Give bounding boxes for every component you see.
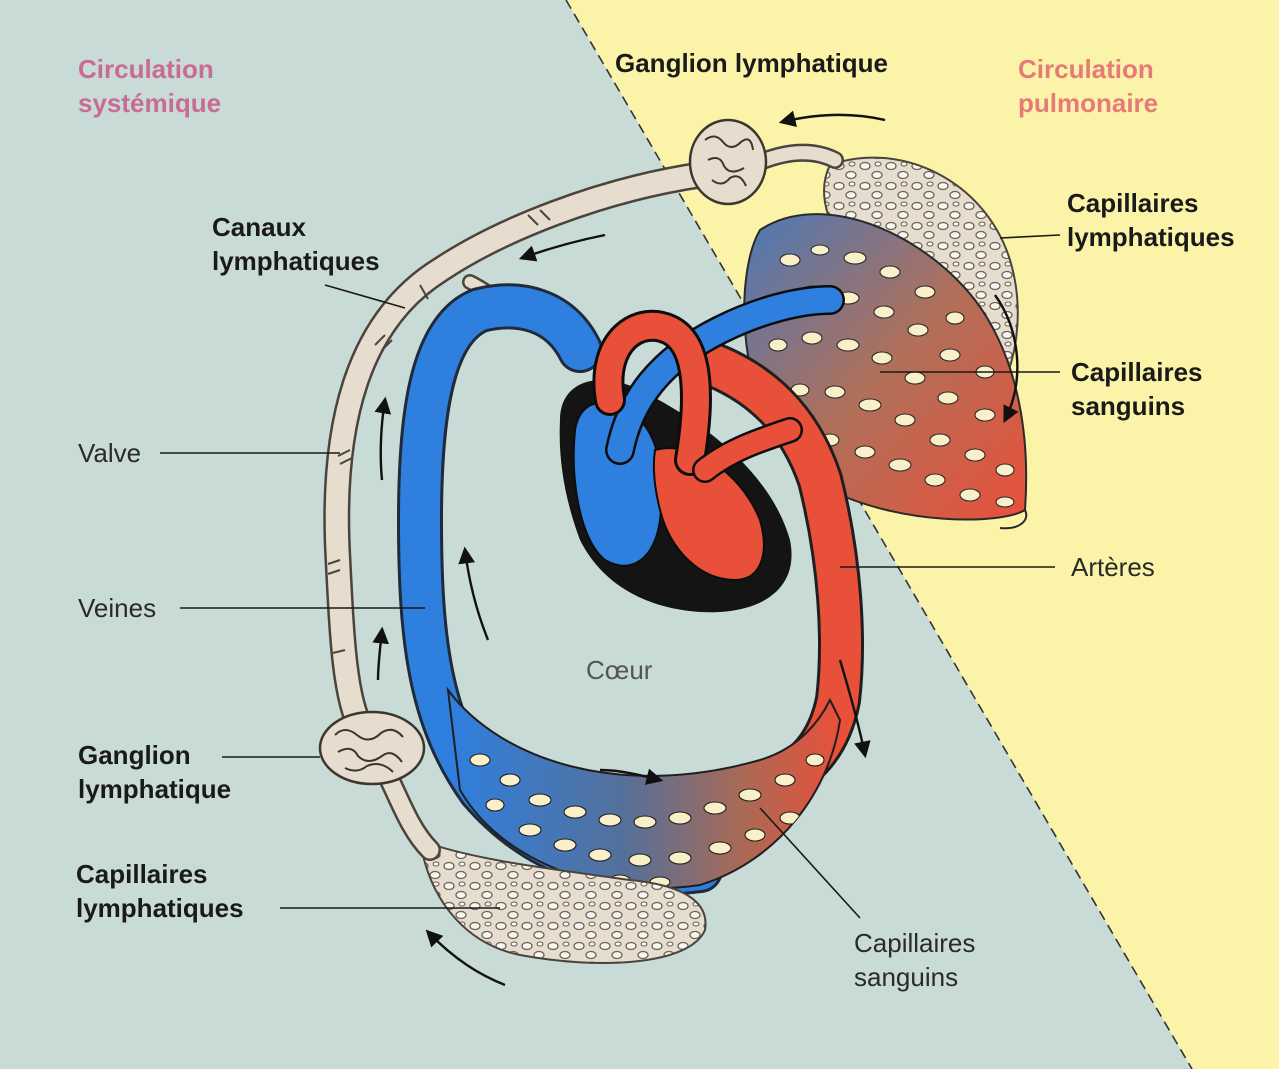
label-arteres: Artères — [1071, 550, 1155, 584]
label-capillaires-lymph-left-line1: Capillaires — [76, 857, 244, 891]
label-ganglion-left: Ganglion lymphatique — [78, 738, 231, 806]
systemic-title-line2: systémique — [78, 86, 221, 120]
label-capillaires-lymph-left: Capillaires lymphatiques — [76, 857, 244, 925]
lymph-node-left — [320, 712, 424, 784]
pulmonary-title: Circulation pulmonaire — [1018, 52, 1158, 120]
label-capillaires-sang-right-line2: sanguins — [1071, 389, 1203, 423]
label-capillaires-lymph-left-line2: lymphatiques — [76, 891, 244, 925]
label-valve: Valve — [78, 436, 141, 470]
label-capillaires-sang-right: Capillaires sanguins — [1071, 355, 1203, 423]
label-capillaires-sang-right-line1: Capillaires — [1071, 355, 1203, 389]
label-capillaires-lymph-right: Capillaires lymphatiques — [1067, 186, 1235, 254]
systemic-title: Circulation systémique — [78, 52, 221, 120]
label-ganglion-left-line2: lymphatique — [78, 772, 231, 806]
label-canaux: Canaux lymphatiques — [212, 210, 380, 278]
label-veines: Veines — [78, 591, 156, 625]
lymph-node-top — [690, 120, 766, 204]
label-ganglion-top: Ganglion lymphatique — [615, 46, 888, 80]
pulmonary-title-line1: Circulation — [1018, 52, 1158, 86]
systemic-title-line1: Circulation — [78, 52, 221, 86]
label-ganglion-left-line1: Ganglion — [78, 738, 231, 772]
label-capillaires-lymph-right-line2: lymphatiques — [1067, 220, 1235, 254]
label-capillaires-lymph-right-line1: Capillaires — [1067, 186, 1235, 220]
label-capillaires-sang-bottom-line1: Capillaires — [854, 926, 975, 960]
label-coeur: Cœur — [586, 653, 652, 687]
label-capillaires-sang-bottom: Capillaires sanguins — [854, 926, 975, 994]
label-canaux-line1: Canaux — [212, 210, 380, 244]
label-capillaires-sang-bottom-line2: sanguins — [854, 960, 975, 994]
label-canaux-line2: lymphatiques — [212, 244, 380, 278]
pulmonary-title-line2: pulmonaire — [1018, 86, 1158, 120]
